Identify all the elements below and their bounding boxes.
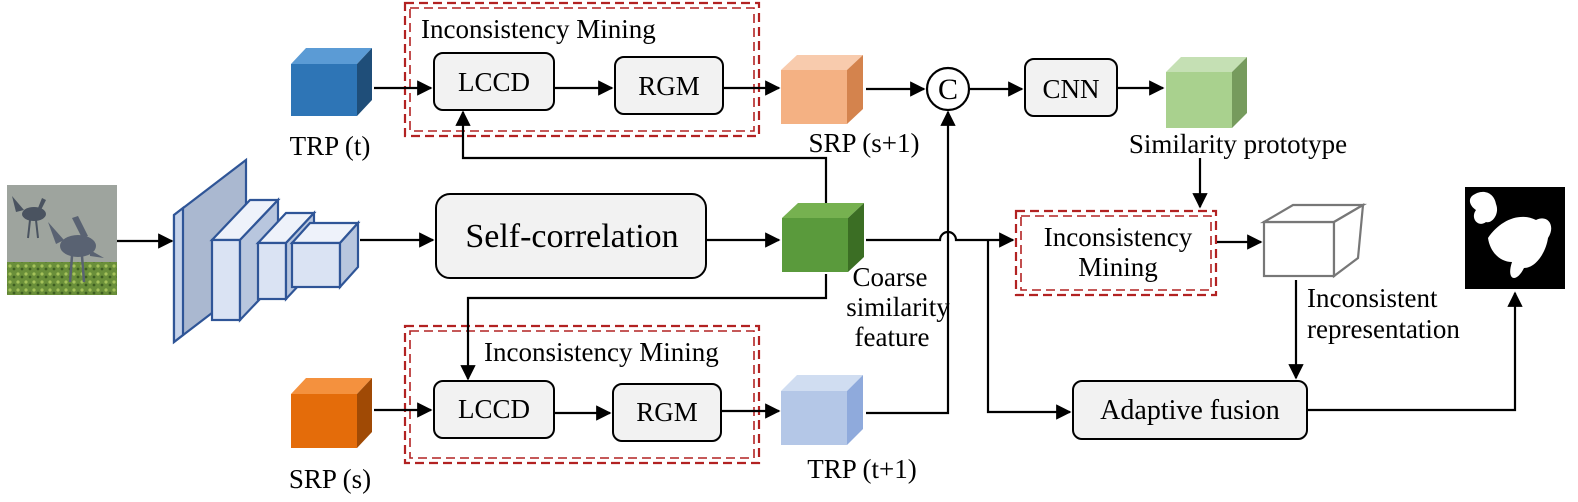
- trp-t1-label: TRP (t+1): [807, 454, 916, 484]
- lccd-box-bottom: [433, 380, 555, 439]
- coarse-label-1: Coarse: [853, 262, 928, 292]
- heron-figure-2: [48, 216, 104, 283]
- connectors: [117, 80, 1523, 421]
- adaptive-fusion-box: [1072, 380, 1308, 440]
- trp-t-cube: [291, 48, 372, 116]
- self-correlation-label: Self-correlation: [465, 218, 678, 255]
- adaptive-fusion-label: Adaptive fusion: [1100, 395, 1280, 426]
- srp-s-label: SRP (s): [289, 464, 371, 494]
- similarity-prototype-cube: [1166, 57, 1247, 128]
- lccd-box-top: [433, 52, 555, 111]
- srp-s1-cube: [781, 55, 863, 124]
- coarse-label-2: similarity: [846, 292, 950, 322]
- rgm-box-bottom: [612, 383, 722, 442]
- rgm-top-label: RGM: [638, 71, 700, 101]
- inconsistent-label-2: representation: [1307, 314, 1460, 344]
- output-mask: [1465, 187, 1565, 289]
- cnn-box: [1024, 58, 1118, 117]
- backbone-encoder: [172, 157, 361, 345]
- rgm-bottom-label: RGM: [636, 397, 698, 427]
- im-region-right: [1014, 209, 1218, 297]
- heron-figure-1: [12, 196, 46, 239]
- im-bottom-label: Inconsistency Mining: [484, 337, 719, 367]
- im-region-top: [403, 1, 761, 138]
- im-region-bottom: [403, 324, 761, 465]
- inconsistent-label-1: Inconsistent: [1307, 283, 1438, 313]
- trp-t-label: TRP (t): [290, 131, 371, 161]
- rgm-box-top: [614, 56, 724, 115]
- cnn-label: CNN: [1042, 74, 1099, 104]
- trp-t1-cube: [781, 375, 863, 445]
- self-correlation-box: [435, 193, 707, 279]
- srp-s-cube: [291, 378, 372, 448]
- inconsistent-representation-cube: [1259, 202, 1368, 279]
- im-top-label: Inconsistency Mining: [421, 14, 656, 44]
- concat-label: C: [938, 73, 958, 106]
- im-right-label-1: Inconsistency: [1044, 222, 1193, 252]
- input-image: [7, 185, 117, 295]
- lccd-bottom-label: LCCD: [458, 394, 530, 424]
- coarse-label-3: feature: [855, 322, 930, 352]
- im-right-label-2: Mining: [1078, 252, 1158, 282]
- lccd-top-label: LCCD: [458, 67, 530, 97]
- coarse-similarity-cube: [782, 203, 864, 272]
- similarity-prototype-label: Similarity prototype: [1129, 129, 1347, 159]
- srp-s1-label: SRP (s+1): [808, 128, 919, 158]
